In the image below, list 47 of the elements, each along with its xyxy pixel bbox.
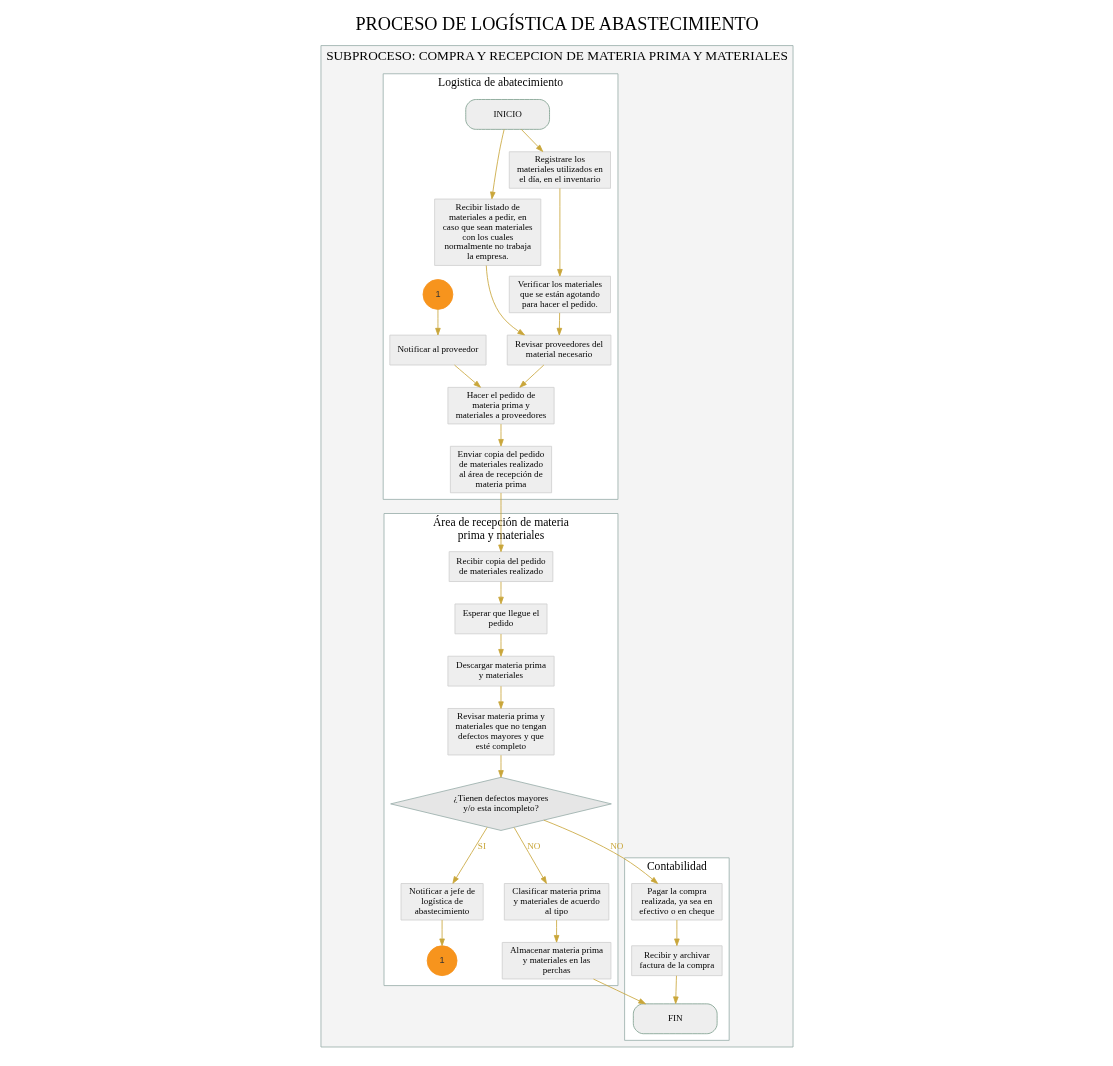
edge-label: NO (526, 840, 540, 851)
node-box: Recibir y archivar factura de la compra (630, 945, 723, 977)
node-box: Recibir listado de materiales a pedir, en caso que sean materiales con los cuales normalmente no trabaja la empresa. (433, 198, 541, 266)
node-box: Verificar los materiales que se están agotando para hacer el pedido. (508, 275, 611, 314)
arrow (518, 364, 544, 388)
arrow (542, 819, 658, 884)
arrow (451, 826, 488, 884)
node-box: Hacer el pedido de materia prima y materiales a proveedores (447, 386, 554, 425)
arrow (438, 919, 445, 946)
node-box: Registrare los materiales utilizados en el día, en el inventario (508, 151, 611, 189)
node-box: Descargar materia prima y materiales (447, 655, 554, 687)
node-box: Esperar que llegue el pedido (454, 603, 547, 635)
diagram-title: PROCESO DE LOGÍSTICA DE ABASTECIMIENTO (354, 14, 759, 35)
node-box: Clasificar materia prima y materiales de acuerdo al tipo (503, 883, 609, 921)
arrow (592, 978, 646, 1005)
arrow (453, 364, 481, 388)
arrow (673, 919, 680, 946)
arrow (556, 188, 563, 277)
edge-label: NO (609, 840, 623, 851)
node-diamond: ¿Tienen defectos mayores y/o esta incompleto? (389, 776, 612, 831)
arrow (556, 312, 562, 336)
edge-label: SI (477, 840, 486, 851)
node-box: Revisar proveedores del material necesario (506, 334, 611, 366)
arrow (520, 129, 543, 152)
arrow (434, 309, 441, 336)
arrow (497, 492, 504, 553)
node-box: Notificar a jefe de logística de abastecimiento (400, 883, 484, 921)
arrow (672, 975, 679, 1004)
arrow (497, 581, 504, 605)
node-box: Revisar materia prima y materiales que no tengan defectos mayores y que esté completo (447, 708, 554, 756)
arrow (489, 129, 505, 200)
arrow (485, 265, 525, 336)
node-box: INICIO (464, 99, 550, 130)
arrow (497, 423, 504, 447)
node-box: Notificar al proveedor (388, 334, 486, 366)
node-box: Pagar la compra realizada, ya sea en efectivo o en cheque (630, 883, 723, 921)
node-circle: 1 (426, 945, 457, 977)
arrow (497, 633, 504, 657)
arrow (497, 754, 504, 778)
node-circle: 1 (422, 279, 453, 310)
node-box: FIN (632, 1003, 718, 1035)
node-box: Recibir copia del pedido de materiales realizado (448, 551, 553, 582)
arrow (553, 919, 559, 943)
arrow (497, 685, 504, 709)
node-box: Almacenar materia prima y materiales en las perchas (501, 942, 611, 980)
node-box: Enviar copia del pedido de materiales realizado al área de recepción de materia prima (449, 445, 552, 494)
arrow (513, 827, 547, 884)
